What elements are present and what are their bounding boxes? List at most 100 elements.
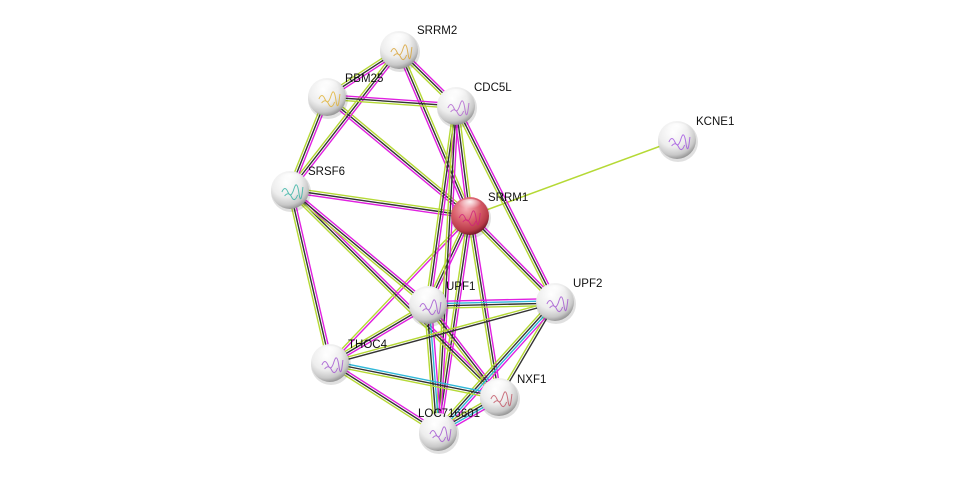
node-label: NXF1 (517, 374, 546, 386)
node-label: SRRM1 (488, 192, 528, 204)
node-upf2[interactable]: UPF2 (536, 278, 602, 324)
edge-evidence-textmining (425, 105, 455, 305)
protein-structure-icon (429, 426, 452, 443)
edge-evidence-experiments (289, 191, 470, 219)
edge-upf1-loc716601[interactable] (423, 304, 443, 433)
edge-evidence-experiments (330, 216, 472, 365)
edge-srsf6-upf1[interactable] (288, 187, 430, 308)
edge-cdc5l-loc716601[interactable] (435, 105, 459, 433)
edge-evidence-coexpression (428, 302, 556, 307)
edge-evidence-coexpression (289, 189, 500, 398)
node-label: SRRM2 (417, 25, 457, 37)
edge-evidence-experiments (330, 306, 430, 366)
edge-evidence-textmining (329, 364, 499, 400)
protein-structure-icon (458, 210, 481, 227)
edge-evidence-coexpression (289, 189, 331, 364)
edge-evidence-experiments (440, 303, 559, 435)
edge-evidence-experiments (396, 50, 469, 218)
edge-evidence-database (428, 304, 440, 432)
edge-evidence-experiments (471, 215, 502, 397)
edge-thoc4-nxf1[interactable] (329, 360, 500, 400)
protein-structure-icon (546, 296, 569, 313)
edge-evidence-textmining (425, 305, 498, 399)
protein-structure-icon (419, 299, 442, 316)
edge-cdc5l-upf2[interactable] (453, 104, 558, 304)
edge-evidence-coexpression (398, 49, 471, 217)
edge-evidence-experiments (291, 50, 402, 192)
edge-srrm2-srsf6[interactable] (287, 48, 402, 192)
node-thoc4[interactable]: THOC4 (311, 339, 388, 385)
edge-evidence-database (330, 360, 500, 396)
edge-srrm1-srrm2[interactable] (396, 48, 473, 218)
node-highlight (665, 123, 689, 137)
node-highlight (416, 288, 440, 302)
edge-evidence-textmining (435, 215, 469, 432)
edge-evidence-textmining (434, 299, 553, 431)
edge-rbm25-cdc5l[interactable] (326, 94, 457, 109)
edge-evidence-textmining (423, 305, 436, 433)
edge-evidence-experiments (291, 187, 430, 304)
edge-evidence-textmining (328, 302, 428, 362)
protein-structure-icon (390, 44, 413, 61)
edge-evidence-textmining (435, 105, 455, 432)
edge-evidence-coexpression (289, 189, 471, 217)
edge-evidence-textmining (287, 190, 329, 364)
edge-evidence-experiments (430, 304, 443, 432)
edge-evidence-coexpression (330, 302, 556, 365)
node-srrm1[interactable]: SRRM1 (451, 192, 528, 238)
node-cdc5l[interactable]: CDC5L (437, 82, 512, 128)
edge-srsf6-thoc4[interactable] (287, 189, 333, 364)
node-highlight (487, 380, 511, 394)
edge-evidence-coexpression (455, 105, 556, 303)
node-loc716601[interactable]: LOC716601 (418, 408, 480, 454)
node-highlight (543, 285, 567, 299)
edge-evidence-textmining (329, 300, 555, 363)
node-upf1[interactable]: UPF1 (409, 281, 475, 327)
node-nxf1[interactable]: NXF1 (480, 374, 546, 419)
edge-upf2-thoc4[interactable] (329, 300, 556, 365)
node-kcne1[interactable]: KCNE1 (658, 116, 734, 162)
edge-evidence-coexpression (469, 215, 556, 303)
edge-srrm1-srsf6[interactable] (289, 187, 471, 219)
edge-layer (287, 47, 678, 436)
edge-upf2-loc716601[interactable] (434, 299, 559, 435)
edge-evidence-experiments (457, 104, 558, 302)
edge-evidence-textmining (328, 94, 472, 215)
edge-evidence-coexpression (329, 362, 439, 433)
node-label: UPF1 (446, 281, 475, 293)
node-highlight (318, 346, 342, 360)
edge-evidence-textmining (326, 98, 456, 109)
edge-srrm1-upf2[interactable] (467, 213, 558, 305)
protein-structure-icon (490, 391, 513, 408)
edge-srrm1-kcne1[interactable] (469, 139, 678, 217)
edge-srrm1-loc716601[interactable] (435, 215, 473, 433)
edge-evidence-experiments (327, 94, 457, 105)
node-srrm2[interactable]: SRRM2 (380, 25, 457, 72)
edge-evidence-experiments (330, 360, 440, 431)
node-label: CDC5L (474, 82, 512, 94)
node-label: KCNE1 (696, 116, 734, 128)
node-highlight (426, 415, 450, 429)
edge-evidence-experiments (439, 106, 459, 433)
edge-evidence-textmining (469, 139, 678, 217)
node-label: SRSF6 (308, 166, 345, 178)
edge-evidence-coexpression (326, 96, 457, 107)
node-label: RBM25 (345, 73, 383, 85)
node-highlight (444, 89, 468, 103)
edge-evidence-textmining (287, 191, 498, 400)
edge-evidence-coexpression (437, 215, 471, 433)
node-highlight (315, 80, 339, 94)
edge-evidence-textmining (400, 48, 473, 216)
edge-evidence-coexpression (329, 362, 500, 398)
node-highlight (387, 33, 411, 47)
node-highlight (458, 199, 482, 213)
node-srsf6[interactable]: SRSF6 (271, 166, 345, 212)
edge-evidence-textmining (290, 187, 471, 215)
protein-structure-icon (668, 134, 691, 151)
node-rbm25[interactable]: RBM25 (308, 73, 383, 119)
node-highlight (278, 173, 302, 187)
edge-evidence-coexpression (289, 49, 400, 191)
edge-thoc4-loc716601[interactable] (328, 360, 440, 435)
protein-structure-icon (447, 100, 470, 117)
edge-evidence-database (438, 302, 557, 434)
